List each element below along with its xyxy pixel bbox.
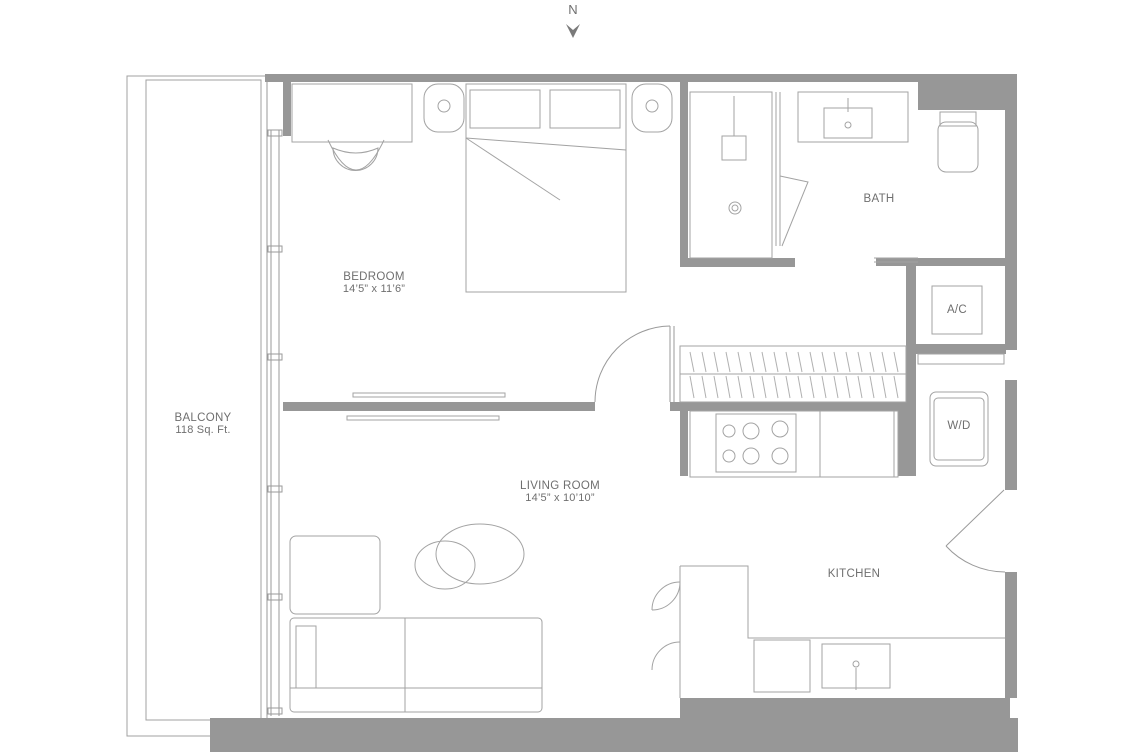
hanger-line	[713, 375, 719, 399]
north-label: N	[568, 2, 578, 17]
room-label-bedroom: BEDROOM 14’5” x 11’6”	[314, 271, 434, 295]
hanger-line	[845, 375, 851, 399]
balcony	[126, 75, 268, 737]
room-label-balcony: BALCONY 118 Sq. Ft.	[143, 412, 263, 436]
hanger-line	[701, 375, 707, 399]
bedroom-furniture	[291, 83, 673, 421]
hanger-line	[857, 351, 863, 373]
hanger-line	[749, 351, 755, 373]
bedroom-name: BEDROOM	[343, 271, 405, 283]
hanger-line	[725, 351, 731, 373]
hanger-line	[893, 375, 899, 399]
hanger-line	[809, 375, 815, 399]
hanger-line	[713, 351, 719, 373]
living-dims: 14’5” x 10’10”	[525, 492, 595, 504]
utility-closets	[917, 285, 1005, 467]
balcony-name: BALCONY	[174, 412, 232, 424]
hanger-line	[881, 375, 887, 399]
north-arrow-icon	[566, 24, 580, 38]
room-label-living: LIVING ROOM 14’5” x 10’10”	[490, 480, 630, 504]
walls	[210, 74, 1018, 752]
living-furniture	[289, 523, 543, 713]
closet-hangers	[689, 351, 899, 399]
hanger-line	[689, 351, 695, 373]
hanger-line	[737, 375, 743, 399]
hanger-line	[833, 351, 839, 373]
hanger-line	[869, 351, 875, 373]
hanger-line	[773, 375, 779, 399]
hanger-line	[869, 375, 875, 399]
hanger-line	[833, 375, 839, 399]
windows	[266, 76, 283, 716]
kitchen-range	[689, 410, 899, 478]
hanger-line	[809, 351, 815, 373]
hanger-line	[785, 375, 791, 399]
hanger-line	[725, 375, 731, 399]
bath-fixtures	[689, 91, 979, 263]
hanger-line	[797, 351, 803, 373]
hanger-line	[893, 351, 899, 373]
room-label-wd: W/D	[947, 420, 971, 432]
hanger-line	[749, 375, 755, 399]
hanger-line	[701, 351, 707, 373]
hanger-line	[761, 351, 767, 373]
hanger-line	[761, 375, 767, 399]
bedroom-dims: 14’5” x 11’6”	[342, 283, 406, 295]
room-label-kitchen: KITCHEN	[827, 568, 881, 580]
living-name: LIVING ROOM	[520, 480, 600, 492]
hanger-line	[797, 375, 803, 399]
bedroom-door	[594, 325, 675, 403]
closet	[679, 345, 907, 403]
entry-door	[945, 489, 1006, 573]
hanger-line	[845, 351, 851, 373]
hanger-line	[857, 375, 863, 399]
room-label-bath: BATH	[863, 193, 895, 205]
hanger-line	[785, 351, 791, 373]
hanger-line	[773, 351, 779, 373]
hanger-line	[737, 351, 743, 373]
room-label-ac: A/C	[946, 304, 968, 316]
hanger-line	[881, 351, 887, 373]
hanger-line	[689, 375, 695, 399]
balcony-area: 118 Sq. Ft.	[175, 424, 231, 436]
hanger-line	[821, 375, 827, 399]
hanger-line	[821, 351, 827, 373]
kitchen-counter	[651, 565, 1005, 698]
